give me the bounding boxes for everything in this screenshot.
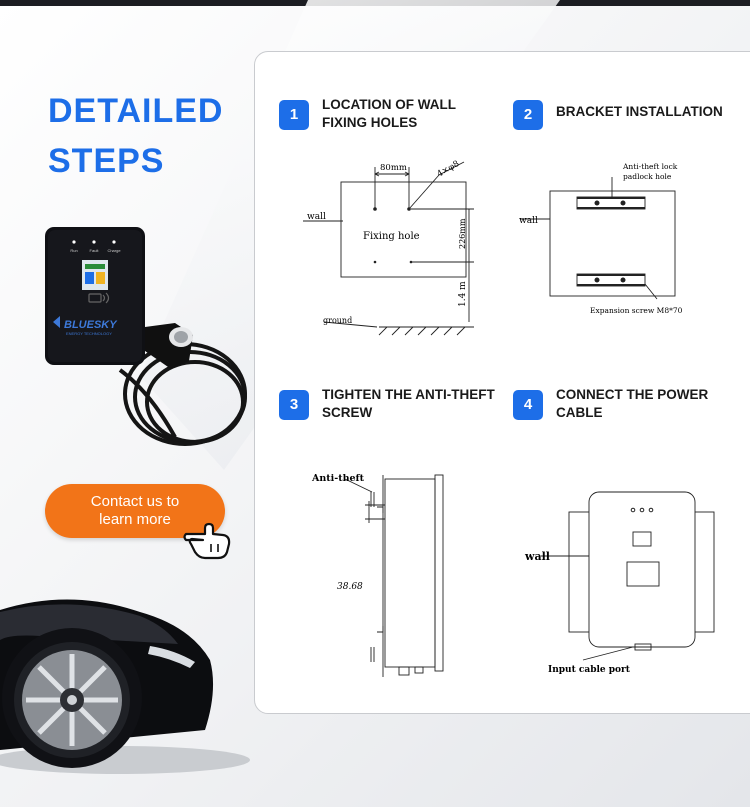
step-3-number: 3 [279,390,309,420]
charger-product-image: Run Fault Charge BLUESKY ENERGY TECHNOLO… [45,227,247,446]
step-1-center-label: Fixing hole [363,231,420,242]
indicator-run: Run [70,248,77,253]
step-1-number: 1 [279,100,309,130]
step-4-port-label: Input cable port [548,665,631,675]
step-1-holes: 4×φ8 [436,159,462,180]
step-1-height-dim: 226mm [458,218,467,249]
step-2-lock-line2: padlock hole [623,172,672,181]
step-1-diagram: wall Fixing hole 80mm 4×φ8 226mm 1.4 m g… [303,159,474,336]
step-3-label: TIGHTEN THE ANTI-THEFT SCREW [322,387,495,420]
step-4-label: CONNECT THE POWER CABLE [556,387,709,420]
contact-us-line1: Contact us to [90,493,180,510]
steps-panel: 1 LOCATION OF WALL FIXING HOLES wall Fix… [254,51,750,714]
contact-us-button[interactable]: Contact us to learn more [45,484,225,538]
step-4-wall-label: wall [524,550,550,563]
step-3-antitheft-label: Anti-theft [311,473,365,484]
car-image [0,599,250,774]
indicator-charge: Charge [107,248,121,253]
step-1-label: LOCATION OF WALL FIXING HOLES [322,97,456,130]
step-2-screw-label: Expansion screw M8*70 [590,306,683,315]
charger-brand: BLUESKY [64,319,118,331]
step-3-dim: 38.68 [337,582,363,592]
page-title-line2: STEPS [48,142,165,180]
contact-us-line2: learn more [99,511,171,528]
indicator-fault: Fault [90,248,100,253]
charger-subtitle: ENERGY TECHNOLOGY [66,331,112,336]
pointing-hand-icon [183,522,231,560]
step-2-wall-label: wall [519,216,538,226]
step-1-wall-label: wall [307,212,326,222]
bluesky-logo-icon [53,316,60,328]
step-2-label: BRACKET INSTALLATION [556,104,723,119]
step-4-number: 4 [513,390,543,420]
step-1-width-dim: 80mm [380,163,407,173]
page-title: DETAILED STEPS [48,86,223,186]
step-2-diagram: Anti-theft lock padlock hole wall Expans… [519,162,683,315]
step-1-ground-dim: 1.4 m [458,281,468,307]
step-3-diagram: Anti-theft 38.68 [311,473,444,677]
step-2-number: 2 [513,100,543,130]
step-2-lock-line1: Anti-theft lock [622,162,678,171]
step-4-diagram: wall Input cable port [524,491,715,675]
step-1-ground-label: ground [323,316,352,325]
page-title-line1: DETAILED [48,92,224,130]
